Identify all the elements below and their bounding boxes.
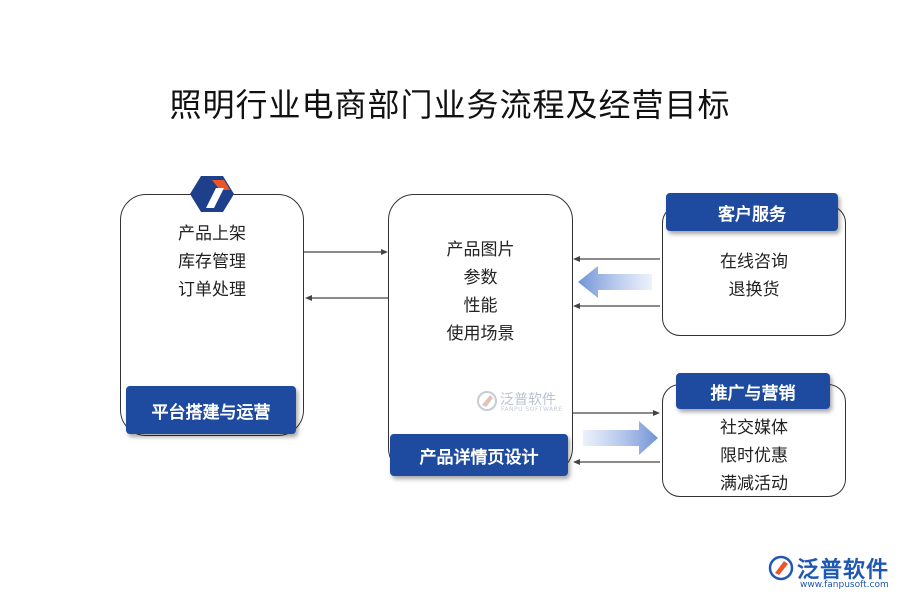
list-item: 参数 xyxy=(463,268,498,288)
service-to-detail-arrow xyxy=(573,256,660,262)
list-item: 社交媒体 xyxy=(720,418,788,438)
list-item: 性能 xyxy=(463,296,498,316)
detail-page-list: 产品图片 参数 性能 使用场景 xyxy=(388,236,573,348)
list-item: 产品上架 xyxy=(178,224,246,244)
list-item: 库存管理 xyxy=(178,252,246,272)
big-left-arrow xyxy=(578,266,652,298)
customer-service-label: 客户服务 xyxy=(666,193,838,231)
platform-list: 产品上架 库存管理 订单处理 xyxy=(120,220,304,304)
marketing-list: 社交媒体 限时优惠 满减活动 xyxy=(662,414,846,498)
brand-name: 泛普软件 xyxy=(797,558,890,583)
list-item: 使用场景 xyxy=(446,324,515,344)
customer-service-list: 在线咨询 退换货 xyxy=(662,248,846,304)
list-item: 产品图片 xyxy=(446,240,515,260)
watermark-subtitle: FANPU SOFTWARE xyxy=(501,406,563,413)
page-title: 照明行业电商部门业务流程及经营目标 xyxy=(169,86,731,124)
brand-url: www.fanpusoft.com xyxy=(800,580,889,590)
marketing-to-detail-arrow xyxy=(573,459,660,465)
list-item: 退换货 xyxy=(728,280,780,300)
brand-logo-icon xyxy=(768,555,794,581)
detail-to-service-arrow xyxy=(573,303,660,309)
platform-to-detail-arrow xyxy=(304,249,388,255)
watermark-logo-icon xyxy=(477,391,497,411)
detail-to-platform-arrow xyxy=(305,295,388,301)
list-item: 满减活动 xyxy=(720,474,788,494)
big-right-arrow xyxy=(583,421,658,455)
list-item: 限时优惠 xyxy=(720,446,788,466)
list-item: 在线咨询 xyxy=(720,252,788,272)
platform-label: 平台搭建与运营 xyxy=(126,386,296,434)
list-item: 订单处理 xyxy=(178,280,246,300)
detail-page-label: 产品详情页设计 xyxy=(390,434,568,476)
watermark-name: 泛普软件 xyxy=(500,392,556,408)
hexagon-logo-icon xyxy=(190,176,234,212)
marketing-label: 推广与营销 xyxy=(676,373,830,409)
detail-to-marketing-arrow xyxy=(573,410,660,416)
